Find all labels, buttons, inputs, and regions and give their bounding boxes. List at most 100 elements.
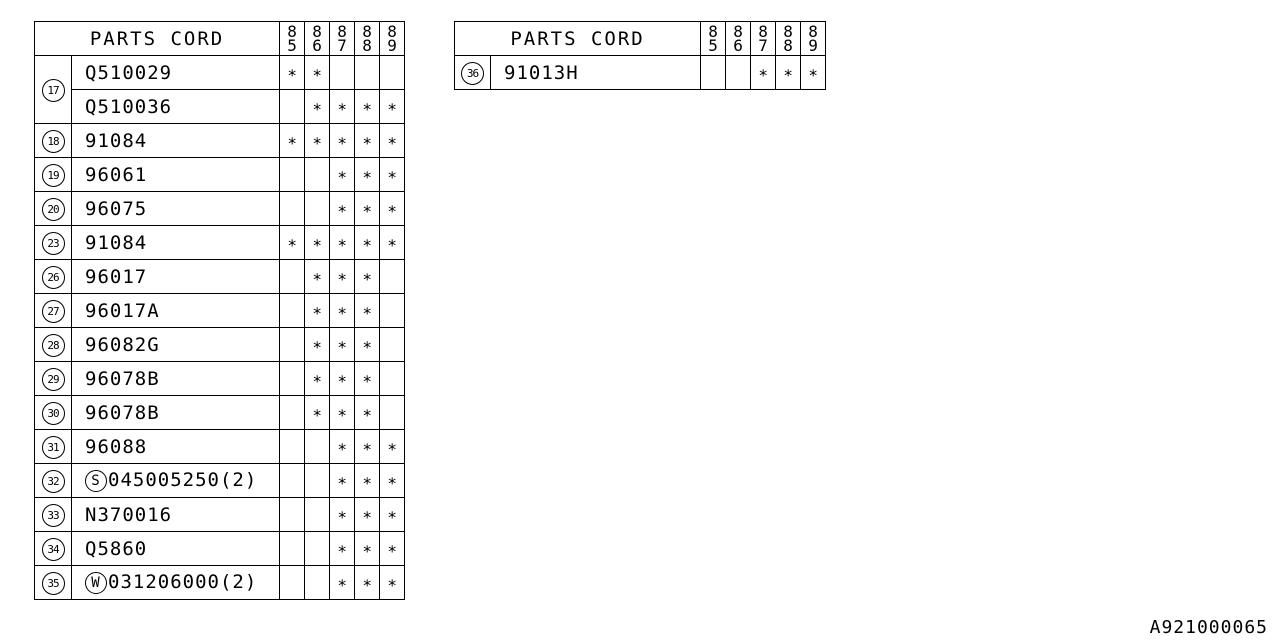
- part-code: 91084: [85, 129, 148, 152]
- part-code: 96061: [85, 163, 148, 186]
- asterisk-mark-icon: ∗: [312, 301, 322, 320]
- part-code: 96082G: [85, 333, 160, 356]
- asterisk-mark-icon: ∗: [312, 369, 322, 388]
- ref-circle: 29: [41, 368, 65, 391]
- year-cell-88: ∗: [354, 361, 381, 396]
- year-cell-85: ∗: [279, 55, 306, 90]
- year-cell-85: [279, 429, 306, 464]
- parts-cord-header: PARTS CORD: [33, 21, 281, 56]
- asterisk-mark-icon: ∗: [312, 97, 322, 116]
- part-code: Q5860: [85, 537, 148, 560]
- ref-number: 20: [34, 191, 72, 226]
- ref-number: 23: [34, 225, 72, 260]
- asterisk-mark-icon: ∗: [337, 471, 347, 490]
- year-cell-89: ∗: [379, 531, 406, 566]
- ref-number: 33: [34, 497, 72, 532]
- asterisk-mark-icon: ∗: [362, 403, 372, 422]
- asterisk-mark-icon: ∗: [362, 267, 372, 286]
- asterisk-mark-icon: ∗: [337, 233, 347, 252]
- year-cell-88: ∗: [354, 89, 381, 124]
- asterisk-mark-icon: ∗: [337, 437, 347, 456]
- ref-number: 27: [34, 293, 72, 328]
- year-label: 87: [758, 21, 768, 55]
- year-cell-89: ∗: [379, 89, 406, 124]
- year-cell-87: ∗: [329, 327, 356, 362]
- year-cell-85: [279, 327, 306, 362]
- asterisk-mark-icon: ∗: [362, 199, 372, 218]
- year-header-88: 88: [354, 21, 381, 56]
- year-cell-88: ∗: [354, 293, 381, 328]
- ref-circle: 34: [41, 538, 65, 561]
- ref-number: 17: [34, 55, 72, 124]
- year-cell-85: [279, 497, 306, 532]
- asterisk-mark-icon: ∗: [337, 165, 347, 184]
- year-cell-89: [379, 55, 406, 90]
- year-cell-85: [279, 361, 306, 396]
- asterisk-mark-icon: ∗: [362, 335, 372, 354]
- year-header-87: 87: [750, 21, 777, 56]
- year-cell-88: ∗: [354, 463, 381, 498]
- asterisk-mark-icon: ∗: [387, 165, 397, 184]
- year-header-88: 88: [775, 21, 802, 56]
- asterisk-mark-icon: ∗: [783, 63, 793, 82]
- ref-number: 19: [34, 157, 72, 192]
- ref-number: 36: [454, 55, 491, 90]
- part-code: 91084: [85, 231, 148, 254]
- asterisk-mark-icon: ∗: [337, 573, 347, 592]
- asterisk-mark-icon: ∗: [337, 97, 347, 116]
- asterisk-mark-icon: ∗: [808, 63, 818, 82]
- ref-number: 26: [34, 259, 72, 294]
- year-cell-87: ∗: [329, 89, 356, 124]
- asterisk-mark-icon: ∗: [362, 573, 372, 592]
- year-cell-87: ∗: [329, 531, 356, 566]
- prefix-circle-icon: W: [85, 571, 107, 594]
- asterisk-mark-icon: ∗: [387, 505, 397, 524]
- year-cell-88: ∗: [354, 157, 381, 192]
- year-cell-86: [304, 565, 331, 600]
- ref-number: 32: [34, 463, 72, 498]
- asterisk-mark-icon: ∗: [287, 131, 297, 150]
- asterisk-mark-icon: ∗: [362, 165, 372, 184]
- asterisk-mark-icon: ∗: [337, 199, 347, 218]
- part-code: 96088: [85, 435, 148, 458]
- year-cell-89: [379, 361, 406, 396]
- year-header-86: 86: [304, 21, 331, 56]
- year-cell-86: ∗: [304, 55, 331, 90]
- ref-circle: 33: [41, 504, 65, 527]
- part-number: 96088: [70, 429, 281, 464]
- year-cell-89: [379, 395, 406, 430]
- year-cell-85: [700, 55, 727, 90]
- year-cell-88: ∗: [354, 225, 381, 260]
- year-cell-89: ∗: [379, 157, 406, 192]
- year-cell-87: ∗: [329, 429, 356, 464]
- drawing-code: A921000065: [1149, 617, 1268, 638]
- year-cell-87: ∗: [329, 361, 356, 396]
- year-label: 86: [733, 21, 743, 55]
- year-header-89: 89: [800, 21, 827, 56]
- ref-circle: 19: [41, 164, 65, 187]
- asterisk-mark-icon: ∗: [387, 471, 397, 490]
- asterisk-mark-icon: ∗: [337, 539, 347, 558]
- year-cell-87: ∗: [329, 191, 356, 226]
- year-cell-88: ∗: [354, 565, 381, 600]
- year-cell-89: [379, 327, 406, 362]
- asterisk-mark-icon: ∗: [387, 233, 397, 252]
- asterisk-mark-icon: ∗: [387, 573, 397, 592]
- year-cell-88: ∗: [354, 395, 381, 430]
- asterisk-mark-icon: ∗: [337, 369, 347, 388]
- year-cell-86: [304, 429, 331, 464]
- year-cell-85: [279, 395, 306, 430]
- year-cell-85: [279, 565, 306, 600]
- year-label: 85: [287, 21, 297, 55]
- year-cell-86: ∗: [304, 123, 331, 158]
- year-cell-89: ∗: [379, 123, 406, 158]
- asterisk-mark-icon: ∗: [387, 131, 397, 150]
